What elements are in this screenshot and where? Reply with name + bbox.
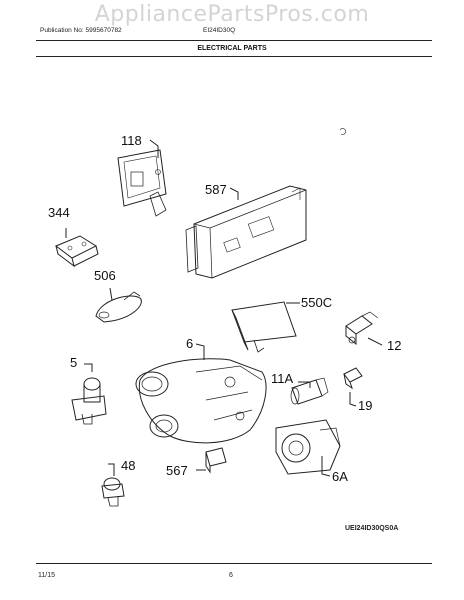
part-344-connector [55,228,99,268]
label-part-6a: 6A [332,469,348,484]
part-6-pump-assembly [135,343,267,444]
label-part-118: 118 [121,133,142,148]
publication-number: Publication No: 5995670782 [40,27,122,34]
footer-date: 11/15 [38,572,55,579]
label-part-5: 5 [70,355,78,370]
page-title: ELECTRICAL PARTS [197,45,267,52]
label-part-344: 344 [48,205,70,220]
header-rule-bottom [36,56,432,57]
part-587-control-board [185,128,346,279]
label-part-6: 6 [186,336,194,351]
label-part-11a: 11A [271,371,294,386]
label-part-587: 587 [205,182,227,197]
label-part-506: 506 [94,268,116,283]
part-506-switch [95,287,142,323]
part-550c-cover [231,301,300,353]
label-part-48: 48 [121,458,136,473]
label-part-550c: 550C [301,295,333,310]
part-48-valve [101,463,125,507]
footer-rule [36,563,432,564]
page-number: 6 [229,572,233,579]
part-11a-motor [290,377,329,405]
label-part-19: 19 [358,398,373,413]
header-rule-top [36,40,432,41]
watermark: AppliancePartsPros.com [94,2,370,27]
diagram-code: UEI24ID30QS0A [345,525,399,532]
label-part-12: 12 [387,338,402,353]
part-12-sensor [345,311,383,346]
part-5-inlet-valve [71,363,107,425]
part-6a-pump-motor [275,419,341,477]
label-part-567: 567 [166,463,188,478]
part-118-control-module [117,139,167,217]
model-number: EI24ID30Q [203,27,236,34]
part-567-block [196,447,227,474]
part-19-sensor [343,367,363,407]
